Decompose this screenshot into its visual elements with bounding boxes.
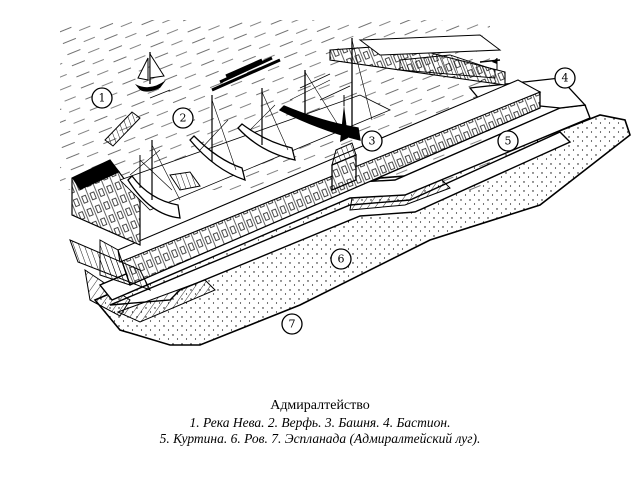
ship-4 [278, 38, 373, 141]
ship-1 [127, 140, 181, 219]
marker-label: 3 [369, 135, 376, 148]
flag-icon [492, 58, 498, 70]
legend-line-2: 5. Куртина. 6. Ров. 7. Эспланада (Адмира… [159, 431, 481, 446]
marker-7-esplanade: 7 [281, 313, 303, 335]
back-wing [329, 34, 506, 86]
marker-4-bastion: 4 [554, 67, 576, 89]
marker-1-river: 1 [91, 87, 113, 109]
ship-2 [189, 95, 246, 181]
marker-label: 1 [99, 92, 106, 105]
marker-label: 6 [338, 253, 345, 266]
marker-label: 5 [505, 135, 512, 148]
marker-label: 7 [289, 318, 296, 331]
marker-5-curtain: 5 [497, 130, 519, 152]
caption-legend: 1. Река Нева. 2. Верфь. 3. Башня. 4. Бас… [0, 415, 640, 447]
admiralty-illustration: 1 2 3 4 5 6 7 [60, 20, 631, 346]
marker-label: 4 [562, 72, 569, 85]
marker-2-shipyard: 2 [172, 107, 194, 129]
marker-label: 2 [180, 112, 187, 125]
legend-line-1: 1. Река Нева. 2. Верфь. 3. Башня. 4. Бас… [189, 415, 451, 430]
marker-6-moat: 6 [330, 248, 352, 270]
caption-title: Адмиралтейство [270, 398, 370, 413]
ship-3 [237, 88, 296, 161]
boat-icon [135, 52, 166, 92]
caption: Адмиралтейство 1. Река Нева. 2. Верфь. 3… [0, 398, 640, 447]
admiralty-tower [331, 95, 357, 191]
marker-3-tower: 3 [361, 130, 383, 152]
